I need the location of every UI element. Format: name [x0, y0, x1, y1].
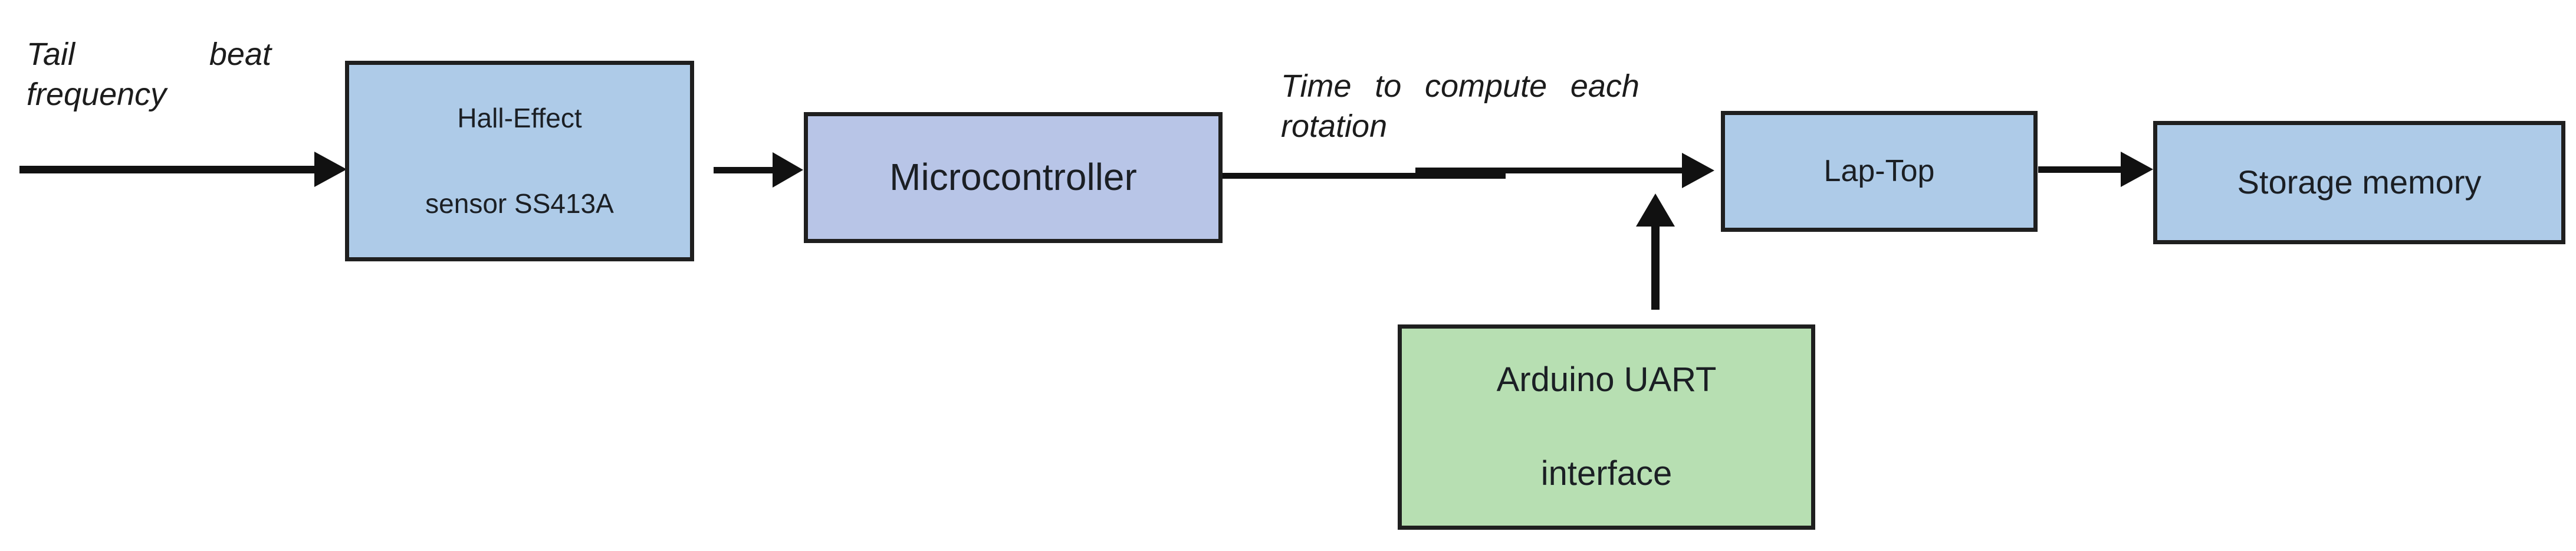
- micro-to-laptop-arrow-head: [1682, 153, 1714, 188]
- tail-beat-frequency-label: Tail beat frequency: [27, 34, 271, 114]
- laptop-label: Lap-Top: [1823, 153, 1935, 188]
- time-to-compute-label: Time to compute each rotation: [1281, 66, 1639, 146]
- input-arrow-head: [314, 152, 347, 187]
- time-label-line1: Time to compute each: [1281, 66, 1639, 106]
- time-label-line2: rotation: [1281, 109, 1388, 144]
- tail-beat-label-line2: frequency: [27, 77, 167, 112]
- hall-to-micro-arrow-head: [773, 152, 803, 188]
- time-word-2: to: [1375, 68, 1402, 104]
- hall-effect-line1: Hall-Effect: [457, 103, 582, 134]
- microcontroller-label: Microcontroller: [889, 156, 1137, 199]
- storage-memory-box: Storage memory: [2153, 121, 2565, 244]
- tail-beat-word-1: Tail: [27, 37, 75, 72]
- hall-effect-sensor-box: Hall-Effect sensor SS413A: [345, 61, 694, 261]
- laptop-box: Lap-Top: [1721, 111, 2038, 232]
- hall-effect-line2: sensor SS413A: [425, 188, 614, 219]
- laptop-to-storage-arrow-head: [2121, 152, 2153, 187]
- input-arrow-shaft: [19, 166, 317, 173]
- microcontroller-box: Microcontroller: [804, 112, 1223, 243]
- storage-memory-label: Storage memory: [2237, 163, 2482, 201]
- time-word-3: compute: [1425, 68, 1547, 104]
- time-word-1: Time: [1281, 68, 1352, 104]
- tail-beat-word-2: beat: [209, 37, 271, 72]
- time-word-4: each: [1570, 68, 1639, 104]
- arduino-uart-line2: interface: [1540, 454, 1673, 493]
- arduino-uart-line1: Arduino UART: [1496, 360, 1717, 399]
- tail-beat-label-line1: Tail beat: [27, 34, 271, 74]
- arduino-uart-interface-box: Arduino UART interface: [1398, 324, 1815, 530]
- micro-to-laptop-arrow-shaft-overlap: [1415, 168, 1688, 173]
- hall-to-micro-arrow-shaft: [714, 167, 777, 173]
- uart-up-arrow-head: [1636, 193, 1675, 227]
- laptop-to-storage-arrow-shaft: [2038, 166, 2127, 173]
- micro-to-laptop-arrow-shaft: [1223, 173, 1506, 179]
- uart-up-arrow-shaft: [1651, 225, 1660, 310]
